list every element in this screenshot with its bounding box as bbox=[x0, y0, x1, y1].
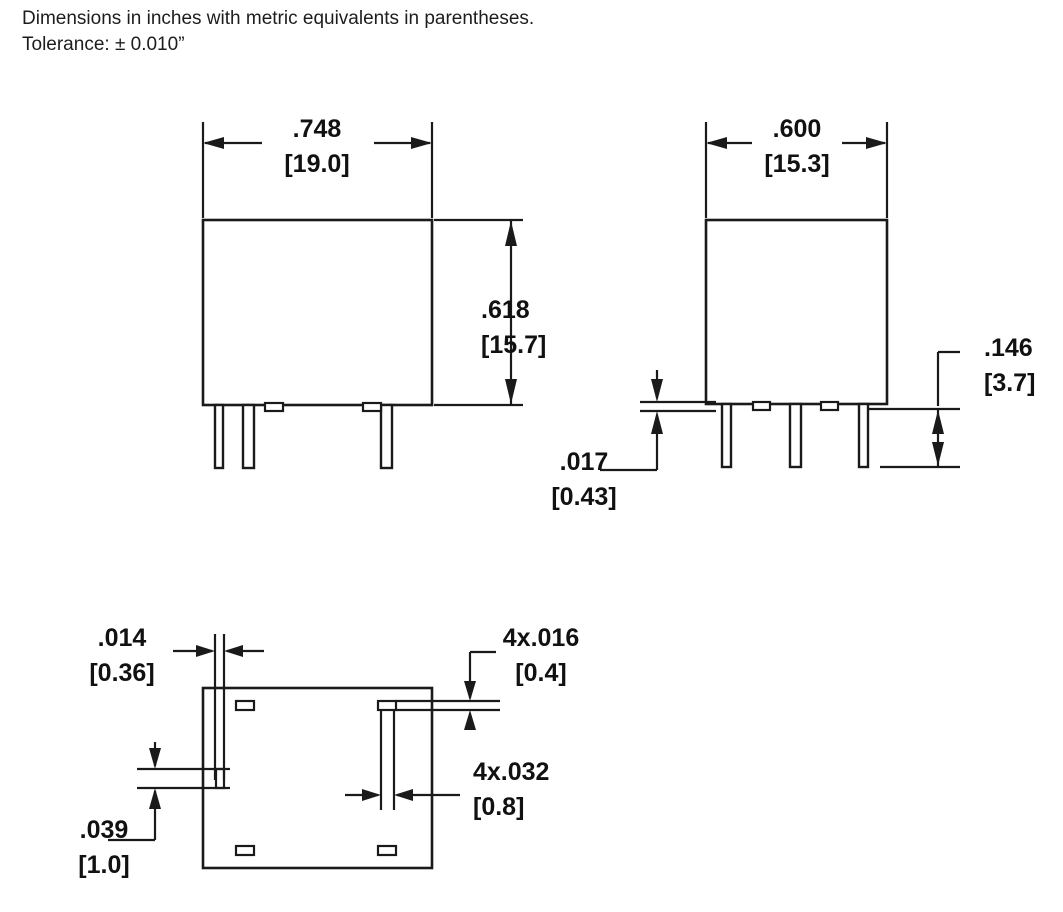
bottom-slotw-metric-label: [0.36] bbox=[89, 659, 154, 687]
side-view-group: .600 [15.3] .017 [0.43] bbox=[551, 115, 1035, 511]
side-pin-1 bbox=[720, 402, 733, 469]
bottom-sloth-arrow-top bbox=[149, 748, 161, 769]
side-width-metric-label: [15.3] bbox=[764, 150, 829, 178]
side-standoff-metric-label: [3.7] bbox=[984, 369, 1035, 397]
side-body-outline bbox=[704, 218, 889, 406]
bottom-slot-center-left bbox=[214, 767, 226, 790]
front-width-inch-label: .748 bbox=[293, 115, 342, 143]
bottom-slot-bottom-left bbox=[234, 844, 256, 857]
front-width-arrow-left bbox=[203, 137, 224, 149]
bottom-body-outline bbox=[201, 686, 434, 870]
side-thickness-inch-label: .017 bbox=[560, 448, 609, 476]
bottom-pinw-inch-label: 4x.016 bbox=[503, 624, 579, 652]
bottom-sloth-inch-label: .039 bbox=[80, 816, 129, 844]
note-tolerance-line: Tolerance: ± 0.010” bbox=[22, 34, 185, 55]
bottom-pinl-inch-label: 4x.032 bbox=[473, 758, 549, 786]
bottom-slotw-arrow-right bbox=[224, 645, 243, 657]
front-height-metric-label: [15.7] bbox=[481, 331, 546, 359]
side-notch-right bbox=[819, 400, 840, 412]
front-height-arrow-bottom bbox=[505, 379, 517, 404]
side-thickness-arrow-top bbox=[651, 379, 663, 402]
front-notch-left bbox=[263, 401, 285, 413]
side-standoff-arrow-top bbox=[932, 410, 944, 434]
side-width-arrow-right bbox=[866, 137, 887, 149]
bottom-pinl-arrow-left bbox=[362, 789, 381, 801]
front-pin-2 bbox=[241, 403, 256, 470]
front-pin-3 bbox=[379, 403, 394, 470]
bottom-pinl-arrow-right bbox=[394, 789, 413, 801]
bottom-slot-top-right bbox=[376, 699, 398, 712]
front-notch-right bbox=[361, 401, 383, 413]
bottom-sloth-arrow-bottom bbox=[149, 788, 161, 809]
bottom-slot-top-left bbox=[234, 699, 256, 712]
bottom-pinw-metric-label: [0.4] bbox=[515, 659, 566, 687]
side-notch-left bbox=[751, 400, 772, 412]
bottom-sloth-metric-label: [1.0] bbox=[78, 851, 129, 879]
bottom-pinl-metric-label: [0.8] bbox=[473, 793, 524, 821]
front-view-group: .748 [19.0] .618 [15.7] bbox=[201, 115, 546, 470]
front-height-inch-label: .618 bbox=[481, 296, 530, 324]
bottom-pinw-arrow-top bbox=[464, 681, 476, 701]
front-pin-1 bbox=[213, 403, 225, 470]
front-width-metric-label: [19.0] bbox=[284, 150, 349, 178]
bottom-slotw-inch-label: .014 bbox=[98, 624, 147, 652]
side-standoff-inch-label: .146 bbox=[984, 334, 1033, 362]
note-dimensions-line: Dimensions in inches with metric equival… bbox=[22, 8, 535, 29]
side-thickness-arrow-bottom bbox=[651, 411, 663, 434]
front-body-outline bbox=[201, 218, 434, 407]
notes-block: Dimensions in inches with metric equival… bbox=[22, 6, 534, 58]
bottom-slot-bottom-right bbox=[376, 844, 398, 857]
side-pin-3 bbox=[857, 402, 870, 469]
front-width-arrow-right bbox=[411, 137, 432, 149]
front-height-arrow-top bbox=[505, 221, 517, 246]
bottom-pinw-arrow-bottom bbox=[464, 710, 476, 730]
side-pin-2 bbox=[788, 402, 803, 469]
side-standoff-arrow-bottom bbox=[932, 442, 944, 466]
side-thickness-metric-label: [0.43] bbox=[551, 483, 616, 511]
side-width-arrow-left bbox=[706, 137, 727, 149]
bottom-view-group: .014 [0.36] .039 [1.0] 4x.016 [0.4] bbox=[78, 624, 579, 879]
side-width-inch-label: .600 bbox=[773, 115, 822, 143]
bottom-slotw-arrow-left bbox=[196, 645, 215, 657]
